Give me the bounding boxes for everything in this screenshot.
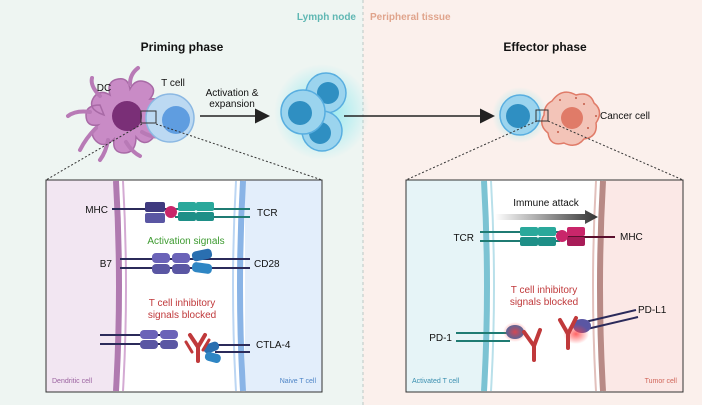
dc-label: DC xyxy=(97,83,111,94)
left-inset: MHC TCR Activation signals B7 CD28 T cel… xyxy=(45,179,323,393)
tcell-label: T cell xyxy=(161,78,185,89)
right-mhc-label: MHC xyxy=(620,232,643,243)
dendritic-cell-label: Dendritic cell xyxy=(52,378,93,385)
dendritic-cell-illustration xyxy=(66,66,165,162)
cancer-cell-label: Cancer cell xyxy=(600,111,650,122)
cd28-label: CD28 xyxy=(254,259,280,270)
expanded-tcells-illustration xyxy=(274,64,370,160)
activation-signals-label: Activation signals xyxy=(147,236,224,247)
zoom-line-left-a xyxy=(45,123,143,181)
pdl1-label: PD-L1 xyxy=(638,305,667,316)
b7-label: B7 xyxy=(100,259,113,270)
inhibitory-label-line1: T cell inhibitory xyxy=(149,298,216,309)
ctla4-label: CTLA-4 xyxy=(256,340,291,351)
zoom-line-left-b xyxy=(155,123,323,181)
mhc-label: MHC xyxy=(85,205,108,216)
naive-tcell-label: Naive T cell xyxy=(280,378,317,385)
zoom-line-right-b xyxy=(547,120,684,181)
right-inhibitory-label-line1: T cell inhibitory xyxy=(511,285,578,296)
cancer-cell-illustration xyxy=(541,91,601,146)
right-synapse-zoom-box xyxy=(535,109,549,122)
inhibitory-label-line2: signals blocked xyxy=(148,310,216,321)
right-tcr-label: TCR xyxy=(453,233,474,244)
priming-phase-title: Priming phase xyxy=(141,40,224,54)
effector-phase-title: Effector phase xyxy=(503,40,587,54)
peripheral-tissue-label: Peripheral tissue xyxy=(370,12,451,23)
activated-tcell-label: Activated T cell xyxy=(412,378,460,385)
activated-tcell-illustration xyxy=(492,87,548,143)
lymph-node-label: Lymph node xyxy=(297,12,357,23)
pd1-label: PD-1 xyxy=(429,333,452,344)
tumor-cell-label: Tumor cell xyxy=(645,378,678,385)
naive-tcell-illustration xyxy=(145,93,195,143)
immune-attack-label: Immune attack xyxy=(513,198,580,209)
activation-label-line2: expansion xyxy=(209,99,255,110)
activation-label-line1: Activation & xyxy=(206,88,259,99)
synapse-zoom-box xyxy=(140,110,157,124)
right-inhibitory-label-line2: signals blocked xyxy=(510,297,578,308)
right-inset: Immune attack TCR MHC T cell inhibitory … xyxy=(405,179,684,393)
tcr-label: TCR xyxy=(257,208,278,219)
